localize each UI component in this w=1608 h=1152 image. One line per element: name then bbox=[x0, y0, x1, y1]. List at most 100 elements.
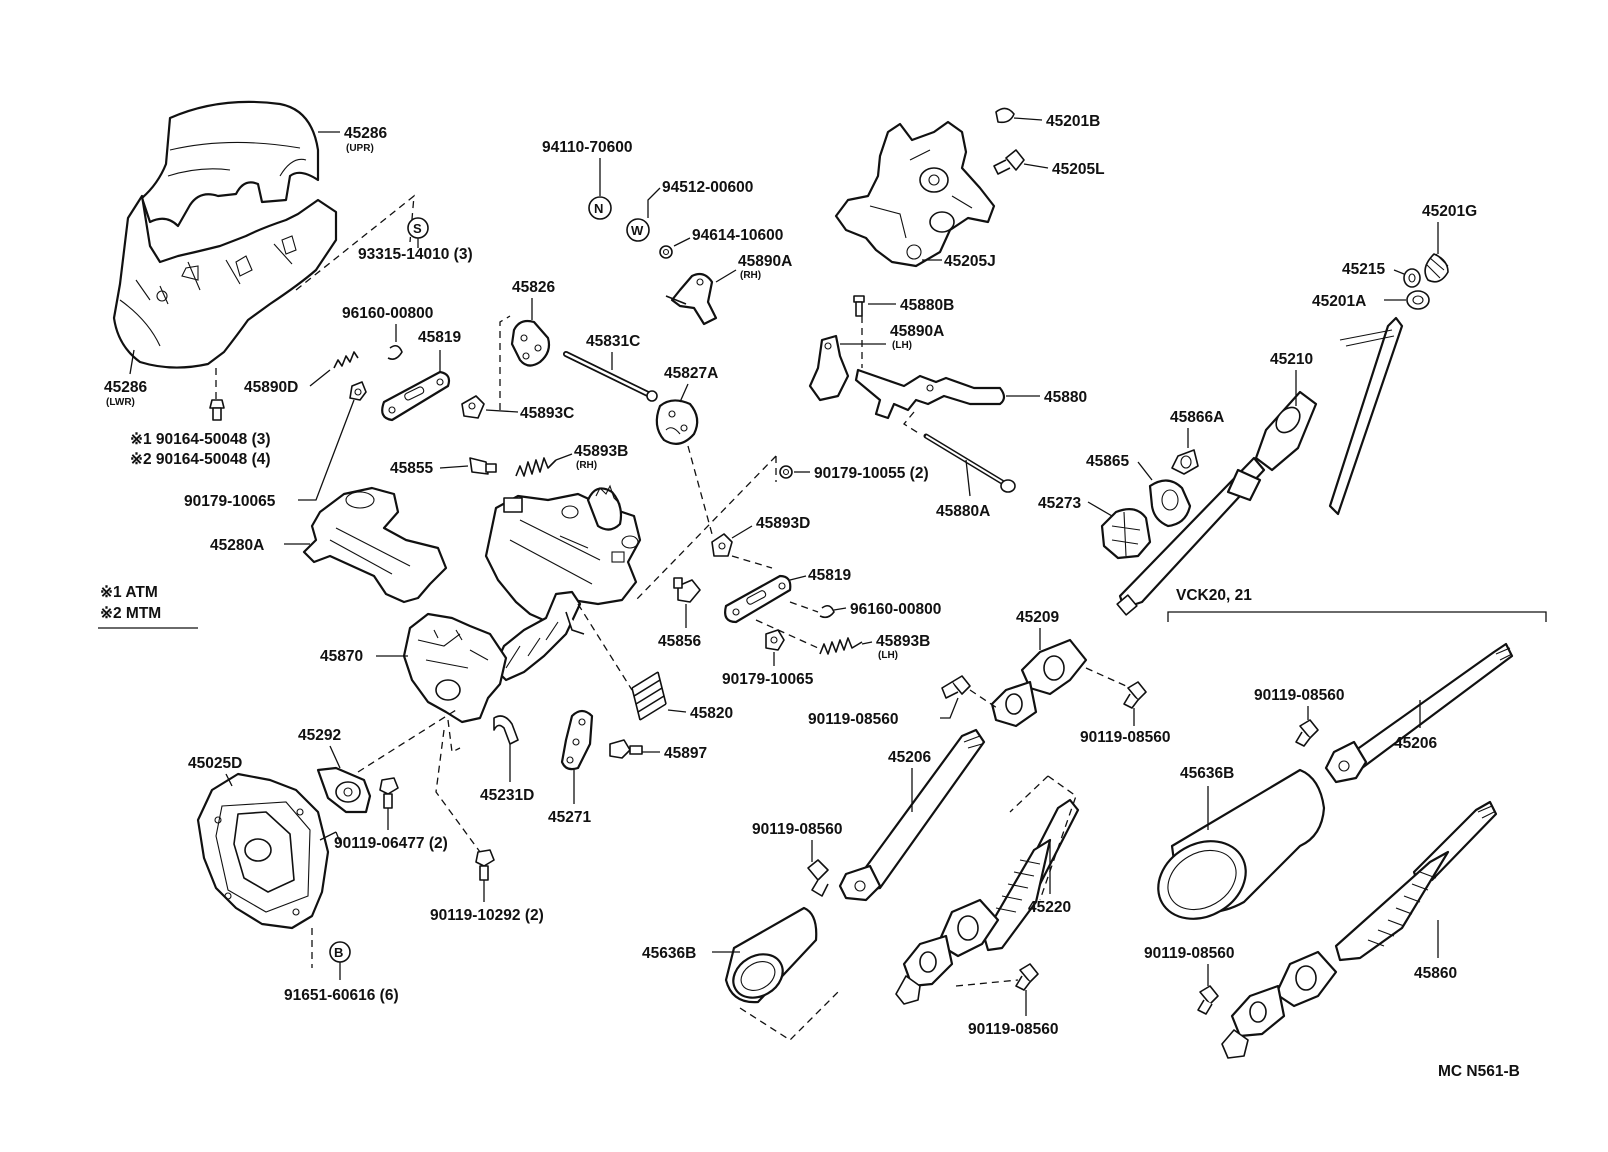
label-45826: 45826 bbox=[512, 279, 555, 296]
plate-45292 bbox=[316, 766, 372, 814]
leader-45890d bbox=[309, 369, 331, 387]
dash-45209 bbox=[969, 667, 1127, 711]
label-90119-d: 90119-08560 bbox=[968, 1021, 1059, 1038]
bolt-b-symbol: B bbox=[329, 941, 351, 963]
dash-45220 bbox=[1009, 775, 1077, 901]
leader-45880a bbox=[965, 459, 971, 497]
leader-45820 bbox=[667, 709, 687, 713]
ujoint-45209 bbox=[990, 638, 1088, 728]
leader-45865 bbox=[1137, 461, 1153, 481]
label-91651: 91651-60616 (6) bbox=[284, 987, 399, 1004]
leader-45273 bbox=[1087, 501, 1113, 517]
label-45220: 45220 bbox=[1028, 899, 1071, 916]
leader-94614 bbox=[673, 237, 691, 247]
label-90119-c: 90119-08560 bbox=[752, 821, 843, 838]
label-96160-upper: 96160-00800 bbox=[342, 305, 433, 322]
label-45855: 45855 bbox=[390, 460, 433, 477]
label-90119-06477: 90119-06477 (2) bbox=[334, 835, 448, 852]
label-45292: 45292 bbox=[298, 727, 341, 744]
label-45215: 45215 bbox=[1342, 261, 1385, 278]
legend-mtm: ※2 MTM bbox=[100, 605, 161, 622]
label-45893b-lh: 45893B bbox=[876, 633, 930, 650]
nut-94614 bbox=[659, 245, 673, 259]
label-45286-lwr: 45286 bbox=[104, 379, 147, 396]
stud-45025d bbox=[319, 831, 337, 841]
leader-45215 bbox=[1393, 269, 1405, 275]
bolt-90119-d bbox=[1015, 963, 1039, 991]
bolt-90119-06477 bbox=[379, 777, 399, 809]
label-45201g: 45201G bbox=[1422, 203, 1477, 220]
leader-45819-lower bbox=[789, 575, 807, 581]
b-symbol-text: B bbox=[334, 945, 343, 960]
pin-45855 bbox=[469, 457, 497, 475]
legend-atm: ※1 ATM bbox=[100, 584, 158, 601]
clip-45231d bbox=[493, 715, 519, 745]
label-45819-lower: 45819 bbox=[808, 567, 851, 584]
spring-45893b-lh bbox=[819, 637, 863, 655]
label-45231d: 45231D bbox=[480, 787, 534, 804]
label-45890a-lh-sub: (LH) bbox=[892, 340, 912, 351]
pin-45856 bbox=[673, 577, 701, 603]
label-90119-b: 90119-08560 bbox=[1080, 729, 1171, 746]
label-96160-lower: 96160-00800 bbox=[850, 601, 941, 618]
pin-45893c bbox=[461, 395, 485, 419]
label-45880: 45880 bbox=[1044, 389, 1087, 406]
bearing-45201a bbox=[1406, 290, 1430, 310]
label-45210: 45210 bbox=[1270, 351, 1313, 368]
bushing-45273 bbox=[1100, 507, 1152, 560]
s-symbol-text: S bbox=[413, 221, 422, 236]
label-90179-lower: 90179-10065 bbox=[722, 671, 814, 688]
nut-90179-lower bbox=[765, 629, 785, 651]
w-symbol-text: W bbox=[631, 223, 644, 238]
label-90119-10292: 90119-10292 (2) bbox=[430, 907, 544, 924]
leader-90119-a bbox=[940, 697, 959, 719]
label-45201a: 45201A bbox=[1312, 293, 1366, 310]
label-n2-screw: ※2 90164-50048 (4) bbox=[130, 451, 271, 468]
label-45893d: 45893D bbox=[756, 515, 810, 532]
clip-96160-upper bbox=[387, 344, 403, 360]
dash-45827a bbox=[687, 445, 713, 535]
shaft-45860 bbox=[1221, 800, 1498, 1059]
leader-45827a bbox=[679, 383, 689, 403]
label-45025d: 45025D bbox=[188, 755, 242, 772]
rod-45880a bbox=[923, 433, 1016, 493]
plate-45025d bbox=[196, 772, 337, 930]
diagram-reference-code: MC N561-B bbox=[1438, 1063, 1520, 1080]
label-45866a: 45866A bbox=[1170, 409, 1224, 426]
plate-45271 bbox=[560, 709, 594, 771]
label-45286-upr: 45286 bbox=[344, 125, 387, 142]
spring-45890d bbox=[333, 351, 359, 369]
label-n1-screw: ※1 90164-50048 (3) bbox=[130, 431, 271, 448]
label-45856: 45856 bbox=[658, 633, 701, 650]
label-45890a-lh: 45890A bbox=[890, 323, 944, 340]
label-45205l: 45205L bbox=[1052, 161, 1105, 178]
vck-bracket bbox=[1167, 611, 1547, 622]
nut-90179-10055 bbox=[779, 465, 793, 479]
leader-90179-upper bbox=[298, 399, 355, 501]
pin-45897 bbox=[609, 739, 643, 759]
dash-96160-lower bbox=[789, 601, 819, 613]
spring-45893b-rh bbox=[515, 457, 557, 477]
bracket-45870 bbox=[402, 612, 508, 724]
dash-90179-10055 bbox=[635, 455, 777, 601]
label-45205j: 45205J bbox=[944, 253, 996, 270]
label-45819-upper: 45819 bbox=[418, 329, 461, 346]
boot-45636b-lower bbox=[724, 906, 818, 1004]
leader-45286-lwr bbox=[129, 349, 135, 375]
label-45880a: 45880A bbox=[936, 503, 990, 520]
label-45897: 45897 bbox=[664, 745, 707, 762]
label-45820: 45820 bbox=[690, 705, 733, 722]
column-cover-lower bbox=[112, 194, 338, 369]
dash-45893d bbox=[731, 555, 773, 569]
label-45890a-rh-sub: (RH) bbox=[740, 270, 761, 281]
leader-45893d bbox=[731, 525, 753, 539]
shaft-45206-upper bbox=[1324, 642, 1514, 784]
label-vck: VCK20, 21 bbox=[1176, 587, 1252, 604]
leader-45890a-rh bbox=[715, 269, 737, 283]
label-45860: 45860 bbox=[1414, 965, 1457, 982]
label-93315: 93315-14010 (3) bbox=[358, 246, 473, 263]
label-90119-f: 90119-08560 bbox=[1144, 945, 1235, 962]
leader-45893c bbox=[485, 409, 519, 413]
clip-45201b bbox=[995, 107, 1015, 124]
